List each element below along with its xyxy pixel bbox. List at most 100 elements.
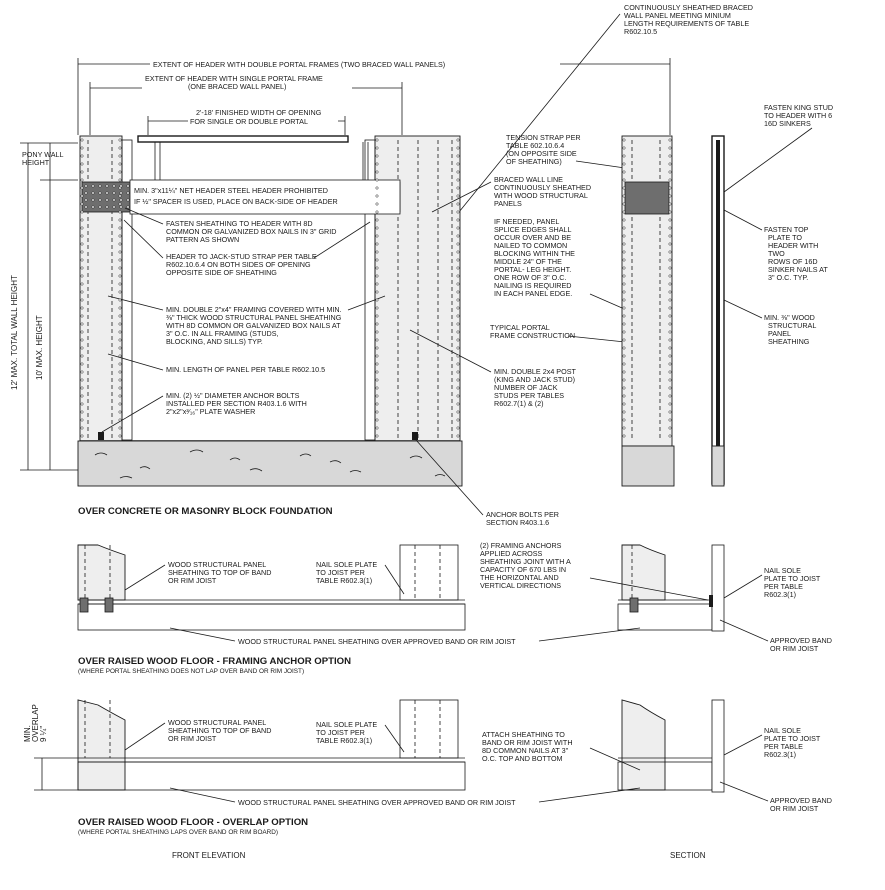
nail-mark — [375, 346, 379, 350]
svg-text:BLOCKING WITHIN THE: BLOCKING WITHIN THE — [494, 249, 575, 258]
svg-text:FRAME CONSTRUCTION: FRAME CONSTRUCTION — [490, 331, 575, 340]
nail-mark — [668, 266, 672, 270]
nail-mark — [118, 202, 122, 206]
svg-text:SHEATHING TO TOP OF BAND: SHEATHING TO TOP OF BAND — [168, 726, 271, 735]
nail-mark — [456, 154, 460, 158]
nail-mark — [80, 162, 84, 166]
framing-anchor-section — [617, 544, 725, 632]
nail-mark — [622, 434, 626, 438]
nail-mark — [456, 266, 460, 270]
svg-text:OPPOSITE SIDE OF SHEATHING: OPPOSITE SIDE OF SHEATHING — [166, 268, 277, 277]
nail-mark — [80, 226, 84, 230]
nail-mark — [118, 306, 122, 310]
nail-mark — [456, 378, 460, 382]
nail-mark — [622, 378, 626, 382]
label-continuous-panel: CONTINUOUSLY SHEATHED BRACED — [624, 3, 753, 12]
nail-mark — [622, 258, 626, 262]
nail-mark — [126, 184, 130, 188]
nail-mark — [119, 184, 123, 188]
nail-mark — [375, 282, 379, 286]
nail-mark — [80, 418, 84, 422]
nail-mark — [622, 250, 626, 254]
caption-section: SECTION — [670, 851, 706, 860]
svg-text:SINKER NAILS AT: SINKER NAILS AT — [768, 265, 828, 274]
note-braced-line: BRACED WALL LINE — [494, 175, 563, 184]
nail-mark — [375, 154, 379, 158]
svg-text:ROWS OF 16D: ROWS OF 16D — [768, 257, 818, 266]
nail-mark — [375, 354, 379, 358]
nail-mark — [668, 346, 672, 350]
nail-mark — [668, 226, 672, 230]
overlap-notes: WOOD STRUCTURAL PANEL SHEATHING TO TOP O… — [124, 718, 832, 813]
nail-mark — [456, 322, 460, 326]
svg-text:SHEATHING JOINT WITH A: SHEATHING JOINT WITH A — [480, 557, 571, 566]
nail-mark — [80, 178, 84, 182]
nail-mark — [622, 162, 626, 166]
caption-front-elevation: FRONT ELEVATION — [172, 851, 246, 860]
svg-text:OCCUR OVER AND BE: OCCUR OVER AND BE — [494, 233, 571, 242]
nail-mark — [668, 162, 672, 166]
nail-mark — [80, 402, 84, 406]
svg-text:WOOD STRUCTURAL PANEL: WOOD STRUCTURAL PANEL — [168, 718, 266, 727]
svg-text:VERTICAL DIRECTIONS: VERTICAL DIRECTIONS — [480, 581, 561, 590]
nail-mark — [118, 234, 122, 238]
label-pony-wall: PONY WALL — [22, 150, 64, 159]
nail-mark — [119, 191, 123, 195]
nail-mark — [456, 282, 460, 286]
svg-text:CAPACITY OF 670 LBS IN: CAPACITY OF 670 LBS IN — [480, 565, 566, 574]
svg-text:INSTALLED PER SECTION R403.1.6: INSTALLED PER SECTION R403.1.6 WITH — [166, 399, 307, 408]
nail-mark — [84, 184, 88, 188]
nail-mark — [668, 218, 672, 222]
svg-text:SHEATHING: SHEATHING — [768, 337, 810, 346]
nail-mark — [112, 191, 116, 195]
nail-mark — [668, 234, 672, 238]
svg-text:WALL PANEL MEETING MINIUM: WALL PANEL MEETING MINIUM — [624, 11, 731, 20]
nail-mark — [456, 178, 460, 182]
svg-text:MIDDLE 24" OF THE: MIDDLE 24" OF THE — [494, 257, 562, 266]
note-jack-strap: HEADER TO JACK-STUD STRAP PER TABLE — [166, 252, 317, 261]
vertical-dimension-labels: PONY WALL HEIGHT 12' MAX. TOTAL WALL HEI… — [10, 150, 64, 390]
note-double-framing: MIN. DOUBLE 2"x4" FRAMING COVERED WITH M… — [166, 305, 342, 314]
note-wsp-over-band: WOOD STRUCTURAL PANEL SHEATHING OVER APP… — [238, 637, 516, 646]
nail-mark — [98, 198, 102, 202]
nail-mark — [80, 194, 84, 198]
nail-mark — [375, 202, 379, 206]
nail-mark — [456, 234, 460, 238]
nail-mark — [118, 170, 122, 174]
nail-mark — [668, 322, 672, 326]
svg-text:HEADER WITH: HEADER WITH — [768, 241, 818, 250]
nail-mark — [668, 370, 672, 374]
nail-mark — [118, 154, 122, 158]
svg-text:STRUCTURAL: STRUCTURAL — [768, 321, 816, 330]
nail-mark — [118, 226, 122, 230]
nail-mark — [622, 362, 626, 366]
nail-mark — [622, 178, 626, 182]
nail-mark — [622, 394, 626, 398]
nail-mark — [622, 154, 626, 158]
nail-mark — [84, 205, 88, 209]
svg-text:PER TABLE: PER TABLE — [764, 742, 803, 751]
nail-mark — [126, 191, 130, 195]
nail-mark — [456, 162, 460, 166]
nail-mark — [118, 322, 122, 326]
svg-text:APPROVED BAND: APPROVED BAND — [770, 796, 832, 805]
nail-mark — [375, 210, 379, 214]
nail-mark — [668, 170, 672, 174]
svg-text:SHEATHING TO TOP OF BAND: SHEATHING TO TOP OF BAND — [168, 568, 271, 577]
nail-mark — [118, 218, 122, 222]
nail-mark — [622, 330, 626, 334]
nail-mark — [80, 154, 84, 158]
nail-mark — [80, 186, 84, 190]
nail-mark — [80, 410, 84, 414]
nail-mark — [375, 426, 379, 430]
nail-mark — [98, 205, 102, 209]
nail-mark — [456, 314, 460, 318]
nail-mark — [622, 186, 626, 190]
nail-mark — [668, 210, 672, 214]
note-wsp-top-band: WOOD STRUCTURAL PANEL — [168, 560, 266, 569]
nail-mark — [456, 410, 460, 414]
nail-mark — [622, 426, 626, 430]
nail-mark — [456, 386, 460, 390]
nail-mark — [118, 298, 122, 302]
nail-mark — [622, 242, 626, 246]
